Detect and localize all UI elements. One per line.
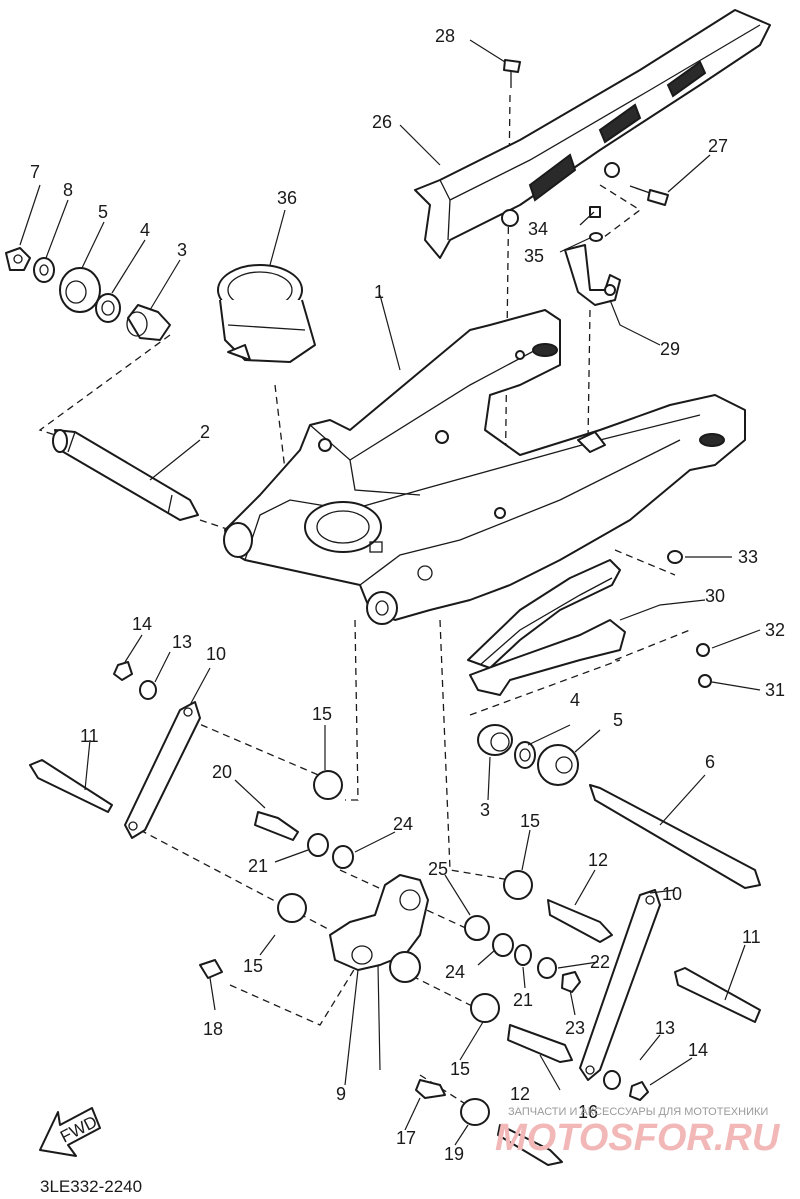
callout-9: 9 bbox=[336, 1084, 346, 1104]
callouts: 7 8 5 4 3 2 1 36 26 28 27 34 35 29 33 30… bbox=[30, 26, 785, 1164]
pivot-shaft bbox=[52, 429, 199, 521]
callout-15-c: 15 bbox=[243, 956, 263, 976]
callout-11-right: 11 bbox=[742, 927, 761, 947]
callout-3-right: 3 bbox=[480, 800, 490, 820]
callout-1: 1 bbox=[374, 282, 384, 302]
callout-8: 8 bbox=[63, 180, 73, 200]
callout-5-right: 5 bbox=[613, 710, 623, 730]
callout-13-left: 13 bbox=[172, 632, 192, 652]
callout-27: 27 bbox=[708, 136, 728, 156]
watermark-brand: MOTOSFOR.RU bbox=[495, 1117, 781, 1159]
callout-16: 16 bbox=[578, 1102, 598, 1122]
relay-bushings bbox=[277, 724, 581, 1023]
callout-22: 22 bbox=[590, 952, 610, 972]
callout-31: 31 bbox=[765, 680, 785, 700]
cover-36 bbox=[217, 264, 316, 363]
callout-24-b: 24 bbox=[445, 962, 465, 982]
chain-guard bbox=[414, 9, 771, 259]
callout-2: 2 bbox=[200, 422, 210, 442]
callout-11-left: 11 bbox=[80, 726, 99, 746]
callout-5: 5 bbox=[98, 202, 108, 222]
callout-26: 26 bbox=[372, 112, 392, 132]
watermark-caption: ЗАПЧАСТИ И АКСЕССУАРЫ ДЛЯ МОТОТЕХНИКИ bbox=[508, 1106, 768, 1118]
callout-34: 34 bbox=[528, 219, 548, 239]
leader-lines bbox=[19, 39, 761, 1146]
callout-7: 7 bbox=[30, 162, 40, 182]
callout-19: 19 bbox=[444, 1144, 464, 1164]
callout-14-right: 14 bbox=[688, 1040, 708, 1060]
callout-4: 4 bbox=[140, 220, 150, 240]
callout-30: 30 bbox=[705, 586, 725, 606]
swingarm bbox=[223, 309, 746, 625]
callout-15-b: 15 bbox=[520, 811, 540, 831]
callout-10-left: 10 bbox=[206, 644, 226, 664]
callout-4-right: 4 bbox=[570, 690, 580, 710]
callout-3: 3 bbox=[177, 240, 187, 260]
callout-36: 36 bbox=[277, 188, 297, 208]
callout-32: 32 bbox=[765, 620, 785, 640]
diagram-code: 3LE332-2240 bbox=[40, 1177, 142, 1196]
callout-15-d: 15 bbox=[450, 1059, 470, 1079]
pivot-parts-left bbox=[5, 247, 171, 341]
callout-21-a: 21 bbox=[248, 856, 268, 876]
callout-12-a: 12 bbox=[588, 850, 608, 870]
callout-14-left: 14 bbox=[132, 614, 152, 634]
callout-13-right: 13 bbox=[655, 1018, 675, 1038]
callout-20: 20 bbox=[212, 762, 232, 782]
callout-18: 18 bbox=[203, 1019, 223, 1039]
fwd-arrow-icon: FWD bbox=[39, 1107, 101, 1157]
callout-29: 29 bbox=[660, 339, 680, 359]
callout-10-right: 10 bbox=[662, 884, 682, 904]
relay-arm bbox=[329, 874, 429, 983]
callout-35: 35 bbox=[524, 246, 544, 266]
chain-guard-fasteners bbox=[503, 59, 669, 306]
callout-25: 25 bbox=[428, 859, 448, 879]
callout-15-a: 15 bbox=[312, 704, 332, 724]
callout-28: 28 bbox=[435, 26, 455, 46]
callout-24-a: 24 bbox=[393, 814, 413, 834]
connecting-rods bbox=[124, 701, 661, 1081]
callout-17: 17 bbox=[396, 1128, 416, 1148]
callout-6: 6 bbox=[705, 752, 715, 772]
bolts-and-shafts bbox=[29, 661, 761, 1166]
callout-23: 23 bbox=[565, 1018, 585, 1038]
callout-12-b: 12 bbox=[510, 1084, 530, 1104]
chain-slider bbox=[467, 550, 712, 696]
callout-21-b: 21 bbox=[513, 990, 533, 1010]
callout-33: 33 bbox=[738, 547, 758, 567]
